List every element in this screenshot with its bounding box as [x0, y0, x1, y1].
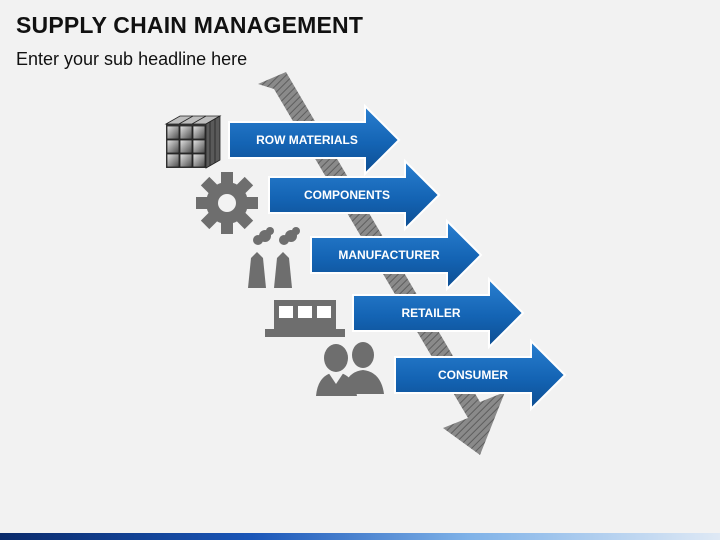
gear-icon: [196, 172, 258, 234]
step-arrow-shape: [310, 218, 483, 292]
step-arrow-shape: [228, 103, 401, 177]
cube-icon: [164, 115, 222, 169]
step-label: MANUFACTURER: [338, 248, 440, 262]
step-arrow-shape: [268, 158, 441, 232]
step-arrow-4: RETAILER: [352, 276, 525, 350]
step-arrow-shape: [352, 276, 525, 350]
step-label: RETAILER: [401, 306, 460, 320]
step-arrow-2: COMPONENTS: [268, 158, 441, 232]
step-arrow-5: CONSUMER: [394, 338, 567, 412]
step-label: COMPONENTS: [304, 188, 390, 202]
people-icon: [316, 342, 384, 396]
footer-bar: [0, 533, 720, 540]
step-arrow-3: MANUFACTURER: [310, 218, 483, 292]
step-label: CONSUMER: [438, 368, 508, 382]
slide-title: SUPPLY CHAIN MANAGEMENT: [16, 12, 364, 38]
slide-subtitle: Enter your sub headline here: [16, 49, 248, 69]
store-icon: [265, 300, 345, 337]
step-arrow-shape: [394, 338, 567, 412]
step-arrows: ROW MATERIALS COMPONENTS MANUFACTURER RETAI…: [228, 103, 567, 412]
factory-icon: [248, 227, 300, 288]
step-arrow-1: ROW MATERIALS: [228, 103, 401, 177]
step-label: ROW MATERIALS: [256, 133, 358, 147]
